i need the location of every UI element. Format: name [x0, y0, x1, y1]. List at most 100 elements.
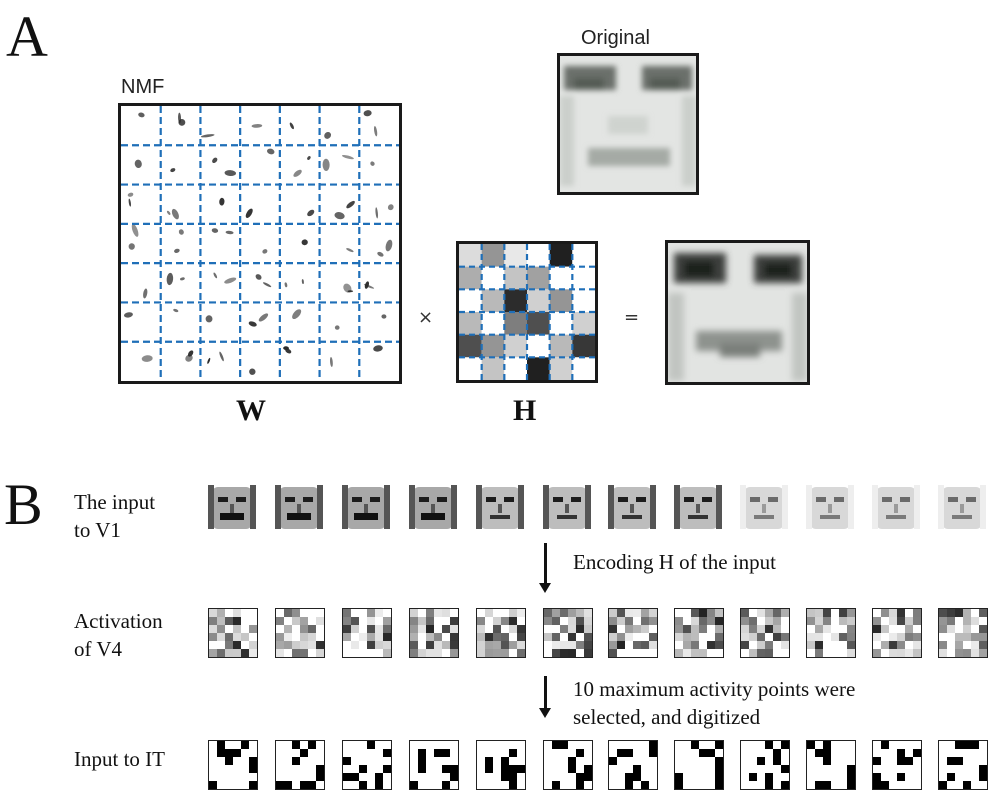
face-picture	[342, 485, 390, 529]
w-basis-feature	[324, 131, 332, 139]
v4-activation-grid	[543, 608, 593, 662]
w-basis-feature	[180, 277, 185, 281]
w-basis-feature	[370, 161, 375, 166]
face-picture	[938, 485, 986, 529]
v4-activation-grid	[872, 608, 922, 662]
h-cell	[504, 312, 527, 335]
h-cell	[572, 357, 595, 380]
w-basis-feature	[143, 288, 148, 299]
h-cell	[481, 334, 505, 358]
h-cell	[504, 289, 527, 312]
w-basis-feature	[185, 354, 193, 362]
w-matrix	[118, 103, 402, 384]
h-cell	[549, 289, 573, 312]
row-input-v1-label: The input to V1	[74, 488, 155, 544]
w-basis-feature	[213, 272, 218, 279]
w-basis-feature	[329, 356, 333, 368]
h-cell	[459, 266, 482, 290]
v4-activation-picture	[409, 608, 459, 658]
input-face-thumbnail	[543, 485, 591, 533]
w-basis-feature	[128, 243, 135, 250]
it-binary-picture	[208, 740, 258, 790]
w-basis-feature	[245, 208, 253, 218]
h-cell	[504, 244, 527, 267]
v4-activation-picture	[476, 608, 526, 658]
v4-activation-picture	[608, 608, 658, 658]
it-binary-picture	[342, 740, 392, 790]
input-face-thumbnail	[872, 485, 920, 533]
it-binary-picture	[674, 740, 724, 790]
h-cell	[459, 244, 482, 267]
v4-activation-picture	[806, 608, 856, 658]
v4-activation-picture	[342, 608, 392, 658]
w-basis-feature	[124, 312, 133, 318]
v4-activation-grid	[208, 608, 258, 662]
row-activation-v4-label-line2: of V4	[74, 637, 123, 661]
it-binary-grid	[740, 740, 790, 794]
input-face-thumbnail	[674, 485, 722, 533]
row-input-it-label: Input to IT	[74, 747, 165, 771]
h-cell	[459, 357, 482, 380]
h-cell	[549, 266, 573, 290]
w-basis-feature	[131, 223, 139, 237]
face-picture	[543, 485, 591, 529]
input-face-thumbnail	[342, 485, 390, 533]
equals-symbol: =	[624, 307, 640, 328]
h-cell	[549, 334, 573, 358]
w-basis-feature	[284, 282, 288, 288]
reconstructed-face-picture	[668, 243, 807, 382]
w-basis-feature	[293, 169, 302, 177]
w-basis-feature	[255, 274, 262, 280]
panel-b-letter: B	[4, 472, 43, 537]
w-basis-feature	[289, 122, 294, 130]
h-encoding-grid	[459, 244, 595, 380]
h-cell	[572, 266, 595, 290]
encoding-arrow-text: Encoding H of the input	[573, 550, 776, 574]
w-basis-feature	[134, 159, 142, 168]
w-basis-feature	[200, 134, 215, 138]
w-basis-feature	[334, 211, 345, 220]
w-basis-feature	[173, 308, 179, 313]
w-basis-feature	[248, 321, 257, 327]
w-basis-feature	[307, 209, 315, 217]
w-basis-feature	[341, 154, 354, 160]
it-binary-picture	[938, 740, 988, 790]
w-basis-feature	[219, 197, 225, 206]
it-binary-picture	[806, 740, 856, 790]
w-basis-feature	[267, 148, 275, 155]
v4-activation-picture	[938, 608, 988, 658]
row-input-v1-label-line2: to V1	[74, 518, 121, 542]
w-basis-feature	[292, 309, 302, 320]
v4-activation-picture	[208, 608, 258, 658]
it-binary-grid	[543, 740, 593, 794]
w-basis-feature	[322, 158, 330, 172]
v4-activation-grid	[806, 608, 856, 662]
face-picture	[674, 485, 722, 529]
v4-activation-grid	[342, 608, 392, 662]
h-cell	[481, 312, 505, 335]
w-basis-feature	[363, 284, 375, 289]
nmf-label: NMF	[121, 76, 165, 98]
w-basis-feature	[249, 368, 256, 375]
it-binary-grid	[476, 740, 526, 794]
w-basis-feature	[178, 112, 182, 124]
w-basis-feature	[174, 248, 180, 253]
face-picture	[476, 485, 524, 529]
digitize-arrow-text-line1: 10 maximum activity points were	[573, 677, 856, 701]
row-activation-v4-label-line1: Activation	[74, 609, 163, 633]
w-basis-feature	[170, 168, 176, 173]
h-cell	[527, 312, 550, 335]
v4-activation-grid	[476, 608, 526, 662]
h-cell	[459, 334, 482, 358]
w-basis-images	[121, 106, 399, 381]
input-face-thumbnail	[938, 485, 986, 533]
w-basis-feature	[205, 315, 213, 323]
w-basis-feature	[207, 357, 211, 364]
input-face-thumbnail	[740, 485, 788, 533]
v4-activation-grid	[938, 608, 988, 662]
w-basis-feature	[219, 351, 224, 362]
input-face-thumbnail	[476, 485, 524, 533]
face-picture	[740, 485, 788, 529]
face-picture	[275, 485, 323, 529]
h-cell	[572, 334, 595, 358]
